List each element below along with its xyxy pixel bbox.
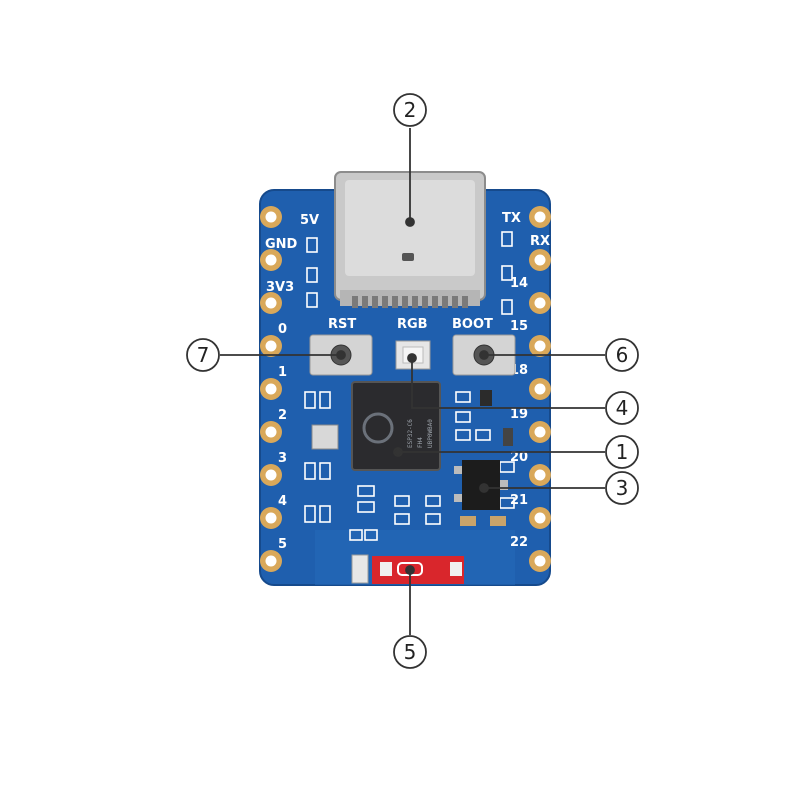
left-pad-hole-1 [265,383,277,395]
callout-6-number: 6 [616,343,629,367]
pin-label-14: 14 [510,276,528,291]
callout-2-number: 2 [404,98,417,122]
pin-label-1: 1 [278,365,287,380]
pin-label-0: 0 [278,322,287,337]
callout-markers: 2 7 6 4 1 3 5 [186,93,639,669]
right-pin-pads [529,206,551,572]
left-pad-hole-4 [265,512,277,524]
chip-marking-line-1: ESP32-C6 [407,419,414,448]
left-pad-hole-3 [265,469,277,481]
pin-label-21: 21 [510,493,528,508]
left-pad-hole-0 [265,340,277,352]
callout-7: 7 [186,338,220,372]
pin-label-rx: RX [530,234,550,249]
boot-label: BOOT [452,317,493,332]
left-pad-hole-gnd [265,254,277,266]
pin-label-3v3: 3V3 [266,280,294,295]
pin-label-gnd: GND [265,237,298,252]
pin-label-19: 19 [510,407,528,422]
callout-7-number: 7 [197,343,210,367]
chip-marking-line-2: FH4 [417,437,424,448]
right-pad-hole-21 [534,512,546,524]
callout-4: 4 [605,391,639,425]
right-pad-hole-19 [534,426,546,438]
left-pad-hole-3v3 [265,297,277,309]
callout-6: 6 [605,338,639,372]
left-pad-hole-5v [265,211,277,223]
pin-label-2: 2 [278,408,287,423]
esp32-c6-chip: ESP32-C6 FH4 UBP0WBA0 [351,381,441,471]
right-pad-hole-15 [534,340,546,352]
callout-1-number: 1 [616,440,629,464]
rst-label: RST [328,317,356,332]
smd-parts [460,390,513,526]
left-pin-pads [260,206,282,572]
right-pin-labels: TX RX 14 15 18 19 20 21 22 [502,211,550,550]
callout-leaders [220,128,605,635]
pin-label-22: 22 [510,535,528,550]
callout-3: 3 [605,471,639,505]
callout-2: 2 [393,93,427,127]
right-pad-hole-22 [534,555,546,567]
callout-5: 5 [393,635,427,669]
callout-5-number: 5 [404,640,417,664]
right-pad-hole-rx [534,254,546,266]
rgb-label: RGB [397,317,428,332]
chip-marking-line-3: UBP0WBA0 [427,419,434,448]
usb-c-connector [334,171,486,308]
right-pad-hole-18 [534,383,546,395]
right-pad-hole-20 [534,469,546,481]
pin-label-tx: TX [502,211,521,226]
right-pad-hole-tx [534,211,546,223]
callout-4-number: 4 [616,396,629,420]
callout-1: 1 [605,435,639,469]
right-pad-hole-14 [534,297,546,309]
callout-3-number: 3 [616,476,629,500]
pin-label-5v: 5V [300,213,319,228]
left-pad-hole-2 [265,426,277,438]
left-pad-hole-5 [265,555,277,567]
leader-4 [411,358,605,409]
crystal-oscillator [311,424,339,450]
left-pin-labels: 5V GND 3V3 0 1 2 3 4 5 [265,213,319,552]
pin-label-5: 5 [278,537,287,552]
pin-label-4: 4 [278,494,287,509]
ceramic-antenna [351,554,464,584]
pin-label-3: 3 [278,451,287,466]
pin-label-15: 15 [510,319,528,334]
